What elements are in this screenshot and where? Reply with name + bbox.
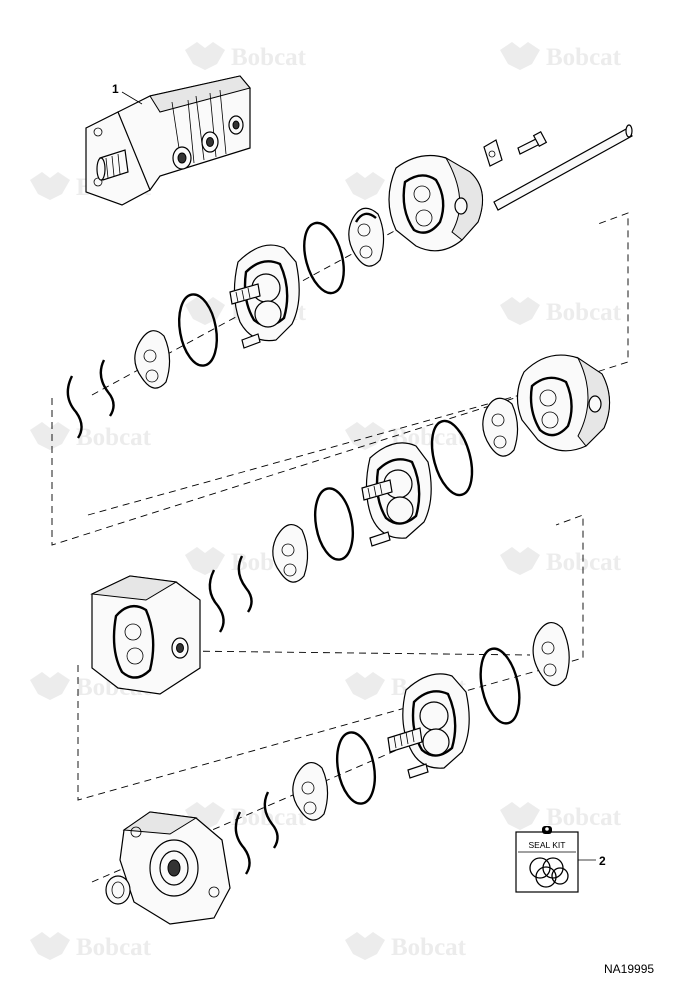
- clip-3b: [234, 811, 251, 875]
- watermark: Bobcat: [30, 932, 152, 961]
- bobcat-logo-icon: [500, 802, 540, 830]
- bobcat-logo-icon: [185, 42, 225, 70]
- bobcat-logo-icon: [345, 422, 385, 450]
- watermark-text: Bobcat: [546, 549, 622, 576]
- watermark-text: Bobcat: [391, 934, 467, 961]
- watermark-text: Bobcat: [76, 934, 152, 961]
- callout-1: 1: [112, 82, 119, 96]
- oring-3a: [479, 647, 521, 725]
- figure-id: NA19995: [604, 962, 654, 976]
- small-bolt: [517, 131, 548, 155]
- bobcat-logo-icon: [30, 172, 70, 200]
- clip-1b: [66, 375, 83, 439]
- watermark: Bobcat: [30, 422, 152, 451]
- bobcat-logo-icon: [30, 672, 70, 700]
- bobcat-logo-icon: [500, 42, 540, 70]
- bobcat-logo-icon: [500, 547, 540, 575]
- clip-2a: [237, 555, 253, 613]
- watermark: Bobcat: [500, 802, 622, 831]
- watermark: Bobcat: [345, 932, 467, 961]
- watermark-text: Bobcat: [546, 804, 622, 831]
- oring-1a: [303, 221, 345, 295]
- oring-3b: [336, 731, 376, 805]
- watermark: Bobcat: [500, 42, 622, 71]
- middle-housing: [90, 575, 201, 695]
- wear-plate-3b: [292, 761, 329, 821]
- shaft-seal: [105, 875, 131, 905]
- rear-housing-2: [516, 354, 611, 452]
- oring-2b: [314, 487, 354, 561]
- gear-section-3: [387, 673, 470, 779]
- wear-plate-2: [482, 397, 519, 457]
- clip-2b: [208, 569, 225, 633]
- gear-section-2: [361, 442, 432, 547]
- clip-1a: [99, 359, 115, 417]
- watermark-text: Bobcat: [546, 299, 622, 326]
- bobcat-logo-icon: [345, 672, 385, 700]
- watermark: Bobcat: [185, 42, 307, 71]
- gear-section-1: [229, 244, 300, 349]
- wear-plate-3: [532, 621, 570, 687]
- watermark-text: Bobcat: [76, 424, 152, 451]
- watermark-text: Bobcat: [231, 44, 307, 71]
- callout-1-leader: [121, 91, 143, 105]
- front-flange-housing: [119, 811, 231, 925]
- oring-1b: [178, 293, 218, 367]
- watermark-text: Bobcat: [546, 44, 622, 71]
- bobcat-logo-icon: [30, 422, 70, 450]
- bobcat-logo-icon: [345, 172, 385, 200]
- clip-3a: [263, 791, 279, 849]
- bobcat-logo-icon: [500, 297, 540, 325]
- assembled-pump: [85, 75, 251, 206]
- watermark: Bobcat: [500, 297, 622, 326]
- callout-2: 2: [599, 854, 606, 868]
- bobcat-logo-icon: [30, 932, 70, 960]
- seal-kit-package[interactable]: SEAL KIT: [515, 826, 579, 893]
- bracket: [483, 139, 503, 167]
- bobcat-logo-icon: [345, 932, 385, 960]
- bobcat-logo-icon: [185, 297, 225, 325]
- oring-2a: [430, 419, 474, 497]
- watermark: Bobcat: [500, 547, 622, 576]
- wear-plate-1: [348, 207, 385, 267]
- wear-plate-2b: [272, 523, 309, 583]
- rear-housing-1: [388, 155, 484, 252]
- wear-plate-1b: [134, 330, 171, 389]
- seal-kit-label: SEAL KIT: [528, 840, 565, 850]
- bobcat-logo-icon: [185, 547, 225, 575]
- tie-rod: [493, 124, 633, 211]
- watermark: Bobcat: [345, 422, 467, 451]
